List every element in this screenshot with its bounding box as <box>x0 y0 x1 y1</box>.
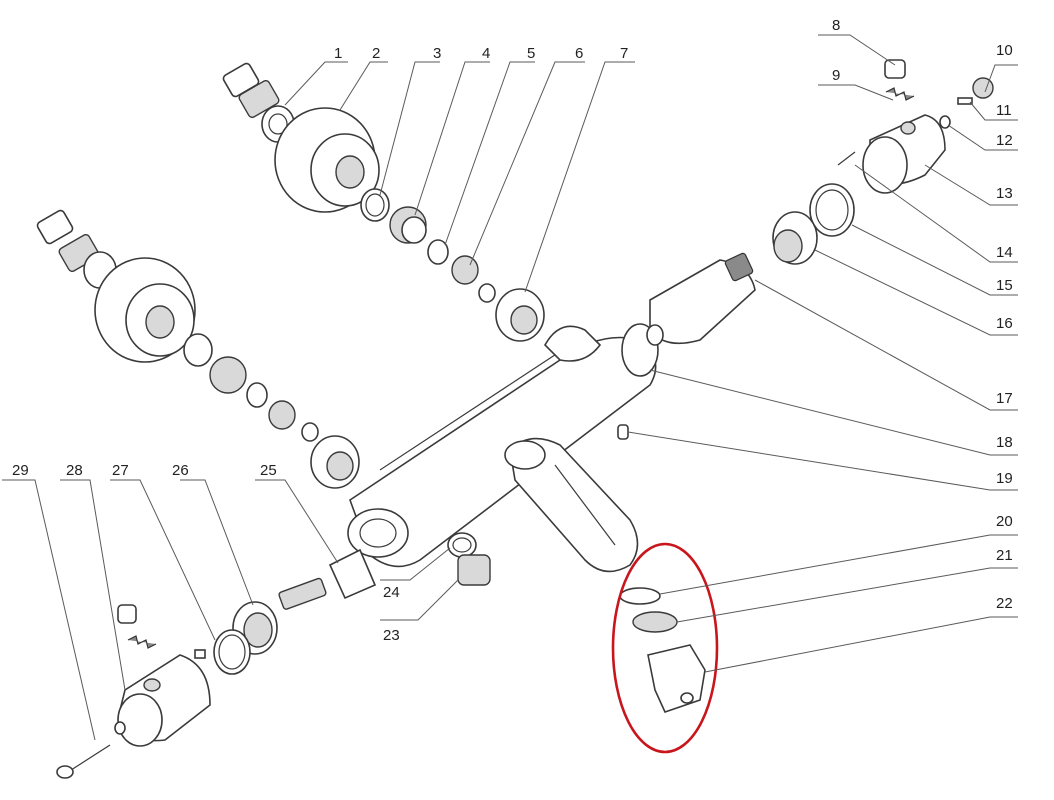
callout-10: 10 <box>996 42 1013 59</box>
callout-28: 28 <box>66 462 83 479</box>
leader-lines <box>2 34 1018 741</box>
callout-26: 26 <box>172 462 189 479</box>
callout-25: 25 <box>260 462 277 479</box>
callout-16: 16 <box>996 315 1013 332</box>
callout-2: 2 <box>372 45 380 62</box>
callout-1: 1 <box>334 45 342 62</box>
callout-11: 11 <box>996 102 1012 119</box>
mixer-body <box>347 323 659 573</box>
upper-handle-assembly <box>222 62 545 342</box>
callout-27: 27 <box>112 462 129 479</box>
callout-3: 3 <box>433 45 441 62</box>
callout-14: 14 <box>996 244 1013 261</box>
callout-22: 22 <box>996 595 1013 612</box>
thermostat-assembly <box>617 59 994 440</box>
callout-8: 8 <box>832 17 840 34</box>
callout-20: 20 <box>996 513 1013 530</box>
callout-23: 23 <box>383 627 400 644</box>
parts-23-24 <box>447 532 491 586</box>
callout-17: 17 <box>996 390 1013 407</box>
lower-handle-assembly <box>56 548 377 779</box>
callout-13: 13 <box>996 185 1013 202</box>
callout-12: 12 <box>996 132 1013 149</box>
callout-21: 21 <box>996 547 1013 564</box>
callout-labels: 1 2 3 4 5 6 7 8 9 10 11 12 13 14 15 16 1… <box>12 17 1013 644</box>
callout-5: 5 <box>527 45 535 62</box>
middle-handle-assembly <box>36 209 360 489</box>
callout-29: 29 <box>12 462 29 479</box>
callout-9: 9 <box>832 67 840 84</box>
callout-6: 6 <box>575 45 583 62</box>
callout-15: 15 <box>996 277 1013 294</box>
callout-7: 7 <box>620 45 628 62</box>
callout-4: 4 <box>482 45 490 62</box>
aerator-parts <box>619 587 706 713</box>
callout-18: 18 <box>996 434 1013 451</box>
callout-24: 24 <box>383 584 400 601</box>
callout-19: 19 <box>996 470 1013 487</box>
highlight-ring <box>611 542 719 754</box>
